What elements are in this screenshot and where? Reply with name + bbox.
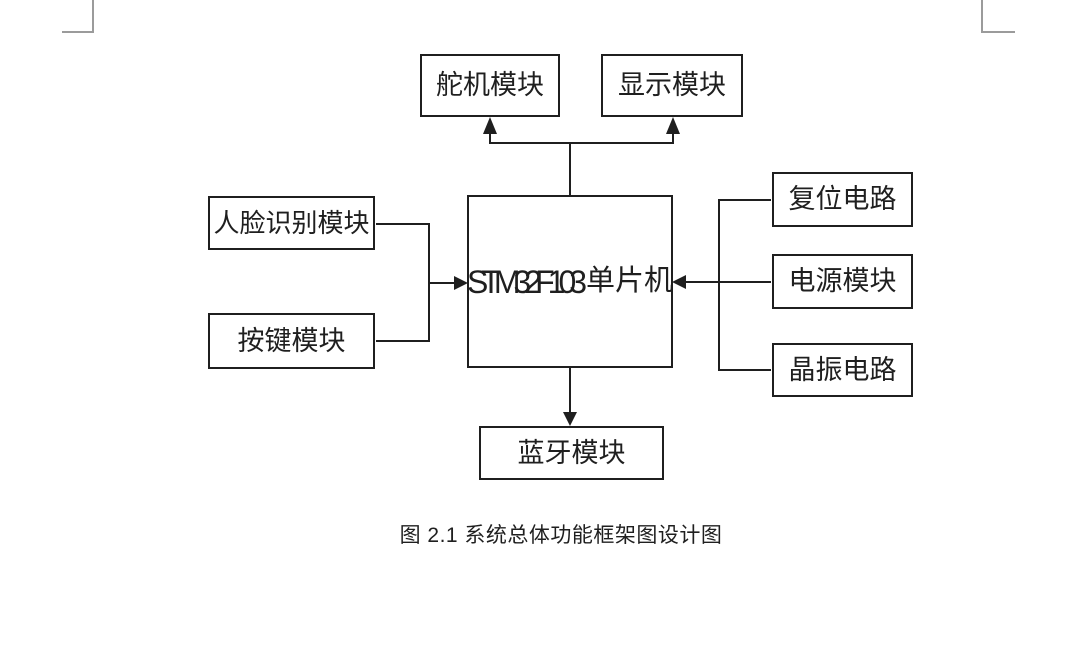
wire-left-modules-to-mcu [376, 223, 468, 342]
margin-mark-top-right-horizontal [983, 31, 1015, 33]
arrowhead-into-mcu-left [454, 276, 468, 290]
module-label-display: 显示模块 [618, 70, 726, 100]
module-box-keypad: 按键模块 [208, 313, 375, 369]
module-box-crystal-circuit: 晶振电路 [772, 343, 913, 397]
arrowhead-into-servo [483, 117, 497, 134]
module-label-power: 电源模块 [788, 266, 897, 296]
module-box-power: 电源模块 [772, 254, 913, 309]
module-label-reset-circuit: 复位电路 [788, 184, 897, 214]
module-label-face-recognition: 人脸识别模块 [213, 208, 370, 238]
margin-mark-top-right-vertical [981, 0, 983, 33]
module-box-face-recognition: 人脸识别模块 [208, 196, 375, 250]
arrowhead-into-bluetooth [563, 412, 577, 426]
arrowhead-into-display [666, 117, 680, 134]
mcu-device-type: 单片机 [586, 265, 674, 297]
arrowhead-into-mcu-right [672, 275, 686, 289]
wire-mcu-to-top-modules [483, 117, 680, 196]
module-box-servo: 舵机模块 [420, 54, 560, 117]
wire-mcu-to-bluetooth [563, 367, 577, 426]
figure-caption: 图 2.1 系统总体功能框架图设计图 [399, 524, 723, 547]
wire-right-modules-to-mcu [672, 199, 771, 371]
module-box-reset-circuit: 复位电路 [772, 172, 913, 227]
mcu-part-number: STM32F103 [466, 263, 587, 300]
module-label-crystal-circuit: 晶振电路 [788, 354, 897, 385]
module-label-keypad: 按键模块 [237, 325, 346, 356]
module-box-display: 显示模块 [601, 54, 743, 117]
margin-mark-top-left-vertical [92, 0, 94, 33]
margin-mark-top-left-horizontal [62, 31, 94, 33]
module-box-bluetooth: 蓝牙模块 [479, 426, 664, 480]
module-label-servo: 舵机模块 [436, 70, 544, 100]
module-label-bluetooth: 蓝牙模块 [517, 437, 626, 468]
